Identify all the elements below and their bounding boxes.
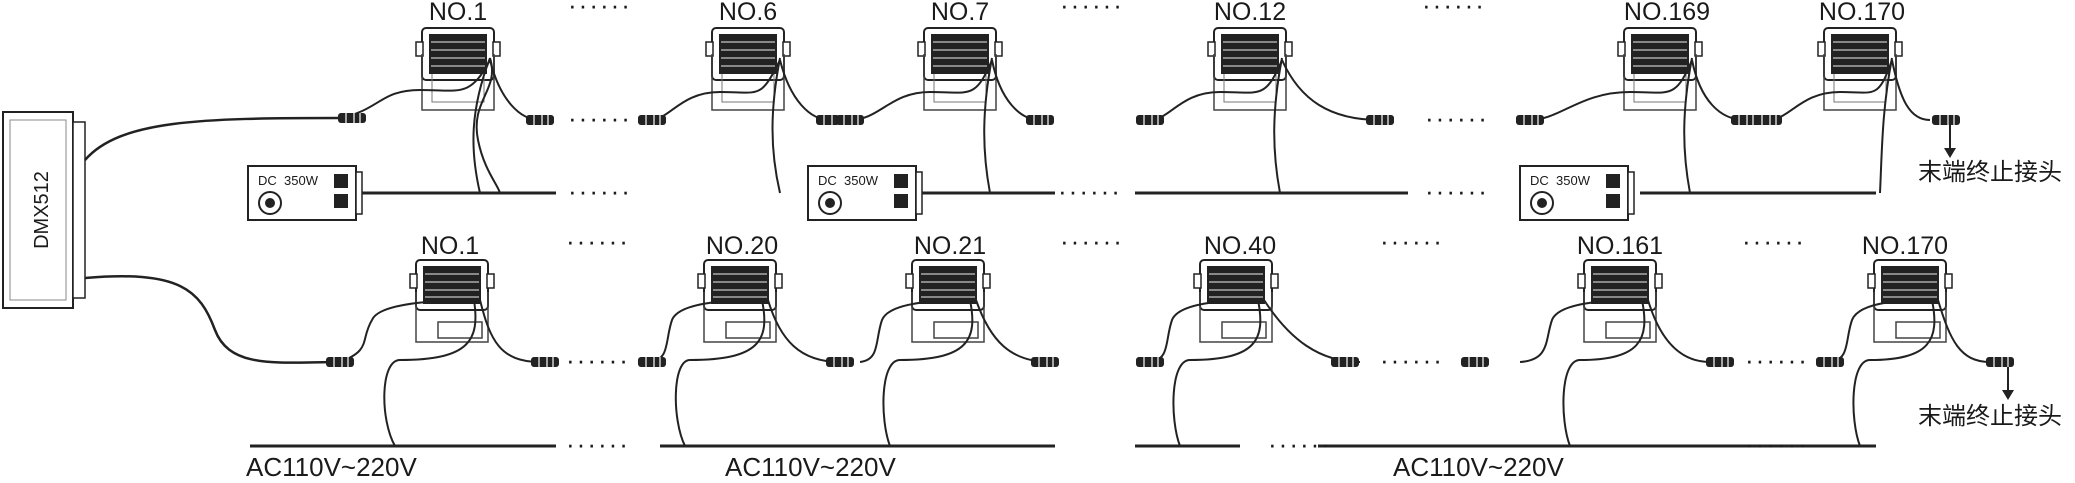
fixture-label-row2-1: NO.1 (421, 232, 479, 260)
ellipsis: ······ (1060, 0, 1124, 20)
power-supply-1: DC 350W (247, 165, 363, 221)
connector-plug (1025, 114, 1055, 126)
fixture-label-row1-7: NO.7 (931, 0, 989, 26)
controller-label: DMX512 (31, 171, 53, 249)
terminator-label-row2: 末端终止接头 (1918, 403, 2062, 430)
power-supply-label: DC 350W (258, 173, 319, 188)
fixture-row2-1 (339, 259, 541, 447)
connector-plug (1365, 114, 1395, 126)
power-supply-2: DC 350W (807, 165, 923, 221)
connector-plug (337, 112, 367, 124)
power-supply-3: DC 350W (1519, 165, 1635, 221)
ellipsis: ······ (568, 103, 632, 133)
fixture-label-row2-170: NO.170 (1862, 232, 1948, 260)
fixture-label-row1-6: NO.6 (719, 0, 777, 26)
connector-plug (835, 114, 865, 126)
fixture-row2-170 (1829, 259, 1991, 447)
fixture-row1-6 (649, 27, 831, 194)
ac-mains-label: AC110V~220V (725, 452, 896, 478)
ellipsis: ······ (568, 0, 632, 20)
connector-plug (1931, 114, 1961, 126)
controller-cable-row1 (84, 116, 341, 161)
connector-plug (1030, 356, 1060, 368)
ellipsis: ······ (1425, 176, 1489, 206)
power-supply-label: DC 350W (1530, 173, 1591, 188)
connector-plug (637, 356, 667, 368)
ellipsis: ······ (1422, 0, 1486, 20)
ellipsis: ······ (1060, 226, 1124, 256)
controller-cable-row2 (84, 275, 341, 364)
fixture-row2-21 (859, 259, 1051, 447)
ellipsis: ······ (566, 226, 630, 256)
connector-plug (637, 114, 667, 126)
fixture-row2-40 (1149, 259, 1361, 447)
ellipsis: ······ (566, 345, 630, 375)
connector-plug (1753, 114, 1783, 126)
fixture-label-row2-21: NO.21 (914, 232, 986, 260)
connector-plug (1460, 356, 1490, 368)
ellipsis: ······ (1380, 345, 1444, 375)
ellipsis: ······ (1425, 103, 1489, 133)
terminator-label-row1: 末端终止接头 (1918, 159, 2062, 186)
fixture-row1-1 (339, 27, 541, 194)
ac-mains-label: AC110V~220V (1393, 452, 1564, 478)
connector-plug (1135, 114, 1165, 126)
fixture-row1-170 (1767, 27, 1931, 194)
fixture-label-row1-170: NO.170 (1819, 0, 1905, 26)
fixture-label-row1-169: NO.169 (1624, 0, 1710, 26)
power-supply-label: DC 350W (818, 173, 879, 188)
ellipsis: ······ (1745, 429, 1809, 459)
connector-plug (1515, 114, 1545, 126)
terminator-arrow-row2 (2002, 367, 2014, 400)
fixture-row2-161 (1519, 259, 1711, 447)
connector-plug (525, 114, 555, 126)
ellipsis: ······ (1745, 345, 1809, 375)
ac-mains-label: AC110V~220V (246, 452, 417, 478)
ellipsis: ······ (568, 176, 632, 206)
fixture-label-row2-40: NO.40 (1204, 232, 1276, 260)
connector-plug (1135, 356, 1165, 368)
ellipsis: ······ (1380, 226, 1444, 256)
ellipsis: ······ (1742, 226, 1806, 256)
fixture-label-row1-12: NO.12 (1214, 0, 1286, 26)
fixture-row1-12 (1149, 27, 1381, 194)
connector-plug (1815, 356, 1845, 368)
fixture-label-row2-161: NO.161 (1577, 232, 1663, 260)
connector-plug (325, 356, 355, 368)
fixture-label-row1-1: NO.1 (429, 0, 487, 26)
ellipsis: ······ (1268, 429, 1332, 459)
connector-plug (1330, 356, 1360, 368)
connector-plug (1985, 356, 2015, 368)
ellipsis: ······ (566, 429, 630, 459)
ellipsis: ······ (1058, 176, 1122, 206)
connector-plug (530, 356, 560, 368)
connector-plug (1705, 356, 1735, 368)
dmx512-controller: DMX512 (2, 111, 86, 309)
connector-plug (825, 356, 855, 368)
fixture-row2-20 (649, 259, 841, 447)
terminator-arrow-row1 (1944, 125, 1956, 158)
fixture-label-row2-20: NO.20 (706, 232, 778, 260)
